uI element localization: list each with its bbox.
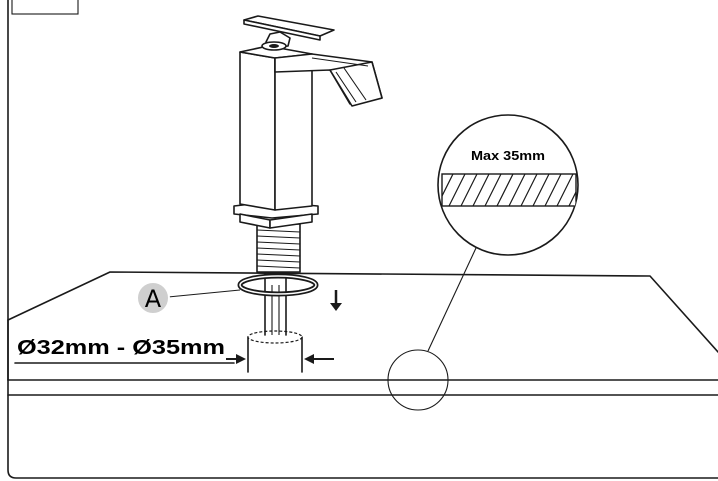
o-ring xyxy=(237,273,319,297)
right-arrow-icon xyxy=(226,354,246,364)
label-a: A xyxy=(145,285,162,313)
mounting-hole xyxy=(247,330,303,373)
faucet xyxy=(233,15,383,229)
shank-threads xyxy=(256,229,301,269)
tap-shank xyxy=(256,223,301,336)
left-arrow-icon xyxy=(304,354,334,364)
label-a-bubble xyxy=(136,281,170,315)
hole-diameter-label: Ø32mm - Ø35mm xyxy=(17,337,225,359)
detail-callout: Max 35mm xyxy=(387,114,579,411)
max-thickness-label: Max 35mm xyxy=(471,148,545,163)
diameter-dimension: Ø32mm - Ø35mm xyxy=(14,337,334,364)
page-frame xyxy=(7,0,718,479)
label-a-callout: A xyxy=(136,281,241,315)
countertop xyxy=(7,271,718,396)
countertop-section-hatch xyxy=(442,174,576,206)
down-arrow-icon xyxy=(330,290,342,311)
